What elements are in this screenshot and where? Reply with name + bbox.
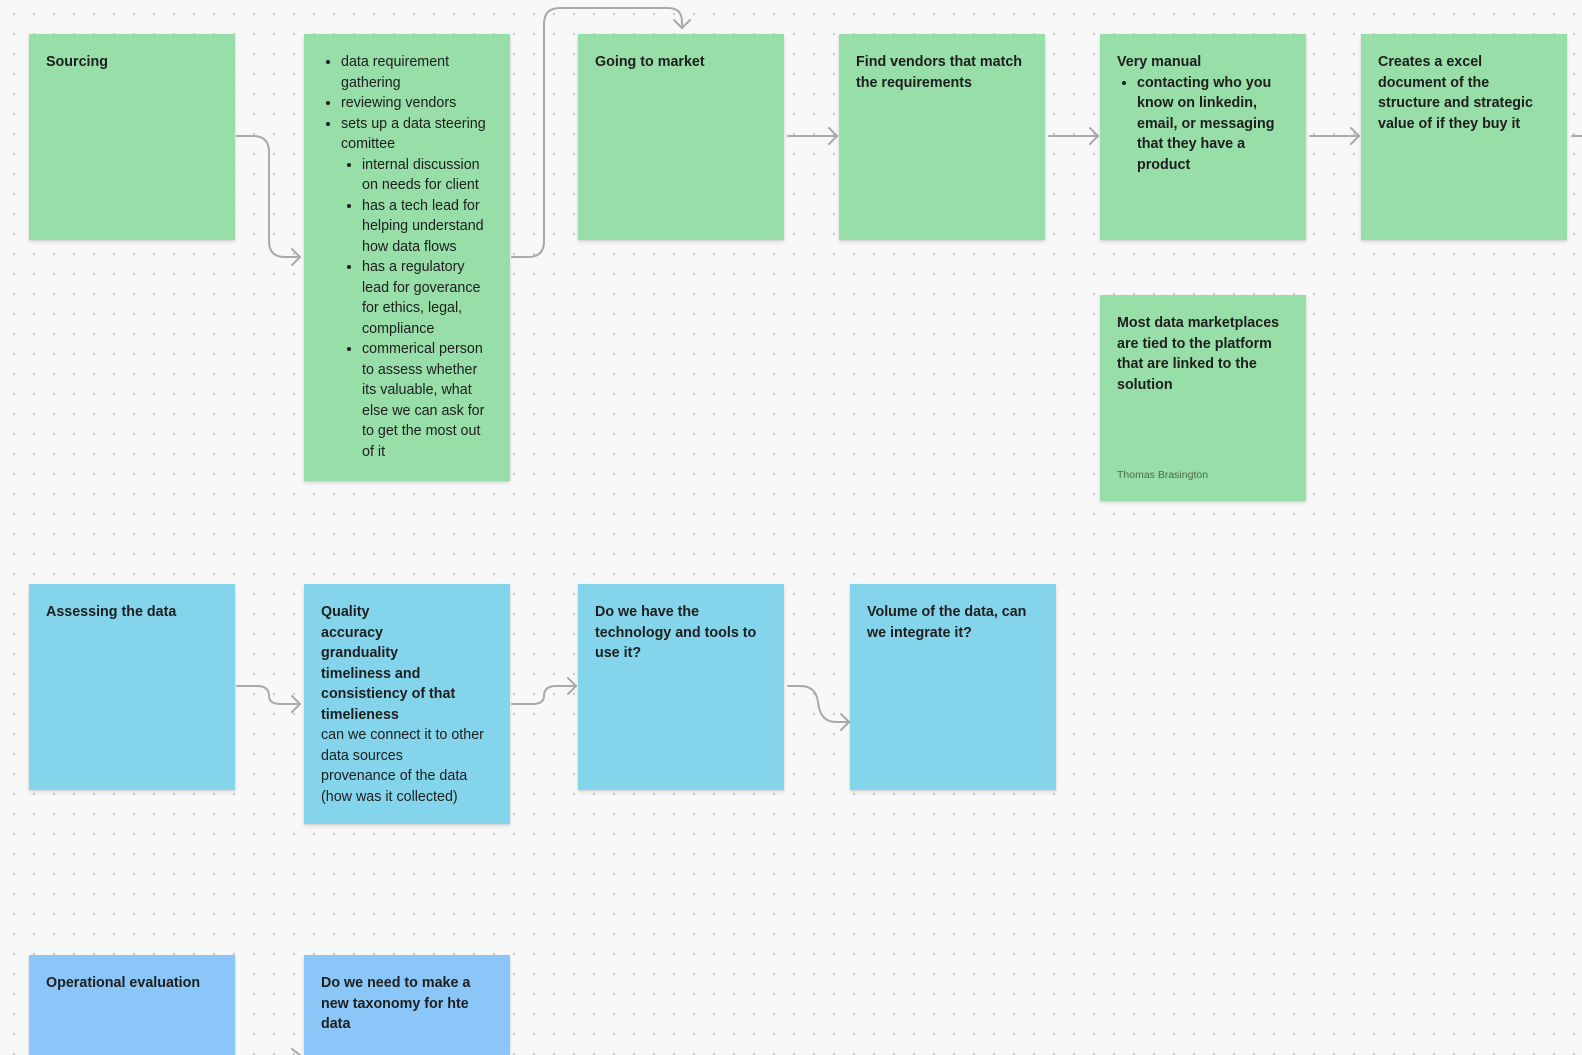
sticky-sourcing-title: Sourcing <box>46 54 108 70</box>
sticky-excel-document-title: Creates a excel document of the structur… <box>1378 54 1533 132</box>
sticky-going-to-market[interactable]: Going to market <box>578 34 784 240</box>
steps-list-item-text: sets up a data steering comittee <box>341 115 486 153</box>
connector-operational-to-taxonomy <box>291 1048 301 1055</box>
steps-list-item: sets up a data steering comittee interna… <box>341 114 493 463</box>
sticky-very-manual-title: Very manual <box>1117 54 1202 70</box>
quality-line: can we connect it to other data sources <box>321 727 484 764</box>
arrowhead-steps-to-going-to-market <box>673 19 691 29</box>
sticky-taxonomy-title: Do we need to make a new taxonomy for ht… <box>321 975 471 1032</box>
sticky-assessing-the-data[interactable]: Assessing the data <box>29 584 235 790</box>
sticky-find-vendors[interactable]: Find vendors that match the requirements <box>839 34 1045 240</box>
quality-bold-line: granduality <box>321 645 399 661</box>
steps-list-item: data requirement gathering <box>341 52 493 93</box>
connector-technology-to-volume <box>787 685 850 723</box>
connector-assessing-to-quality <box>236 685 301 705</box>
arrowhead-quality-to-technology <box>567 677 577 695</box>
arrowhead-very-manual-to-excel-document <box>1350 127 1360 145</box>
very-manual-list-item: contacting who you know on linkedin, ema… <box>1137 73 1289 176</box>
sticky-technology-title: Do we have the technology and tools to u… <box>595 604 757 661</box>
sticky-operational-title: Operational evaluation <box>46 975 201 991</box>
steering-committee-sublist: internal discussion on needs for client … <box>341 155 493 463</box>
sticky-marketplaces-title: Most data marketplaces are tied to the p… <box>1117 315 1280 393</box>
sticky-volume[interactable]: Volume of the data, can we integrate it? <box>850 584 1056 790</box>
connector-sourcing-to-steps <box>236 135 301 258</box>
steering-committee-subitem: commerical person to assess whether its … <box>362 339 493 462</box>
sticky-sourcing-steps[interactable]: data requirement gathering reviewing ven… <box>304 34 510 481</box>
arrowhead-assessing-to-quality <box>291 695 301 713</box>
steering-committee-subitem: internal discussion on needs for client <box>362 155 493 196</box>
sticky-author: Thomas Brasington <box>1117 468 1209 481</box>
arrowhead-technology-to-volume <box>840 713 850 731</box>
sticky-very-manual[interactable]: Very manual contacting who you know on l… <box>1100 34 1306 240</box>
steering-committee-subitem: has a regulatory lead for goverance for … <box>362 257 493 339</box>
sticky-operational-evaluation[interactable]: Operational evaluation <box>29 955 235 1055</box>
sticky-going-to-market-title: Going to market <box>595 54 705 70</box>
quality-bold-line: Quality <box>321 604 370 620</box>
quality-bold-line: accuracy <box>321 624 384 641</box>
sticky-marketplaces[interactable]: Most data marketplaces are tied to the p… <box>1100 295 1306 501</box>
arrowhead-find-vendors-to-very-manual <box>1089 127 1099 145</box>
arrowhead-going-to-market-to-find-vendors <box>828 127 838 145</box>
sticky-taxonomy[interactable]: Do we need to make a new taxonomy for ht… <box>304 955 510 1055</box>
steps-list: data requirement gathering reviewing ven… <box>321 52 493 462</box>
connector-quality-to-technology <box>511 685 577 705</box>
quality-bold-line: timeliness and consistiency of that time… <box>321 665 456 723</box>
steering-committee-subitem: has a tech lead for helping understand h… <box>362 196 493 258</box>
sticky-volume-title: Volume of the data, can we integrate it? <box>867 604 1027 641</box>
steps-list-item: reviewing vendors <box>341 93 493 114</box>
sticky-find-vendors-title: Find vendors that match the requirements <box>856 54 1023 91</box>
sticky-technology[interactable]: Do we have the technology and tools to u… <box>578 584 784 790</box>
sticky-assessing-title: Assessing the data <box>46 604 177 620</box>
sticky-sourcing[interactable]: Sourcing <box>29 34 235 240</box>
very-manual-list: contacting who you know on linkedin, ema… <box>1117 73 1289 176</box>
quality-line: provenance of the data (how was it colle… <box>321 768 468 805</box>
sticky-quality[interactable]: Quality accuracy granduality timeliness … <box>304 584 510 824</box>
arrowhead-sourcing-to-steps <box>291 248 301 266</box>
sticky-excel-document[interactable]: Creates a excel document of the structur… <box>1361 34 1567 240</box>
